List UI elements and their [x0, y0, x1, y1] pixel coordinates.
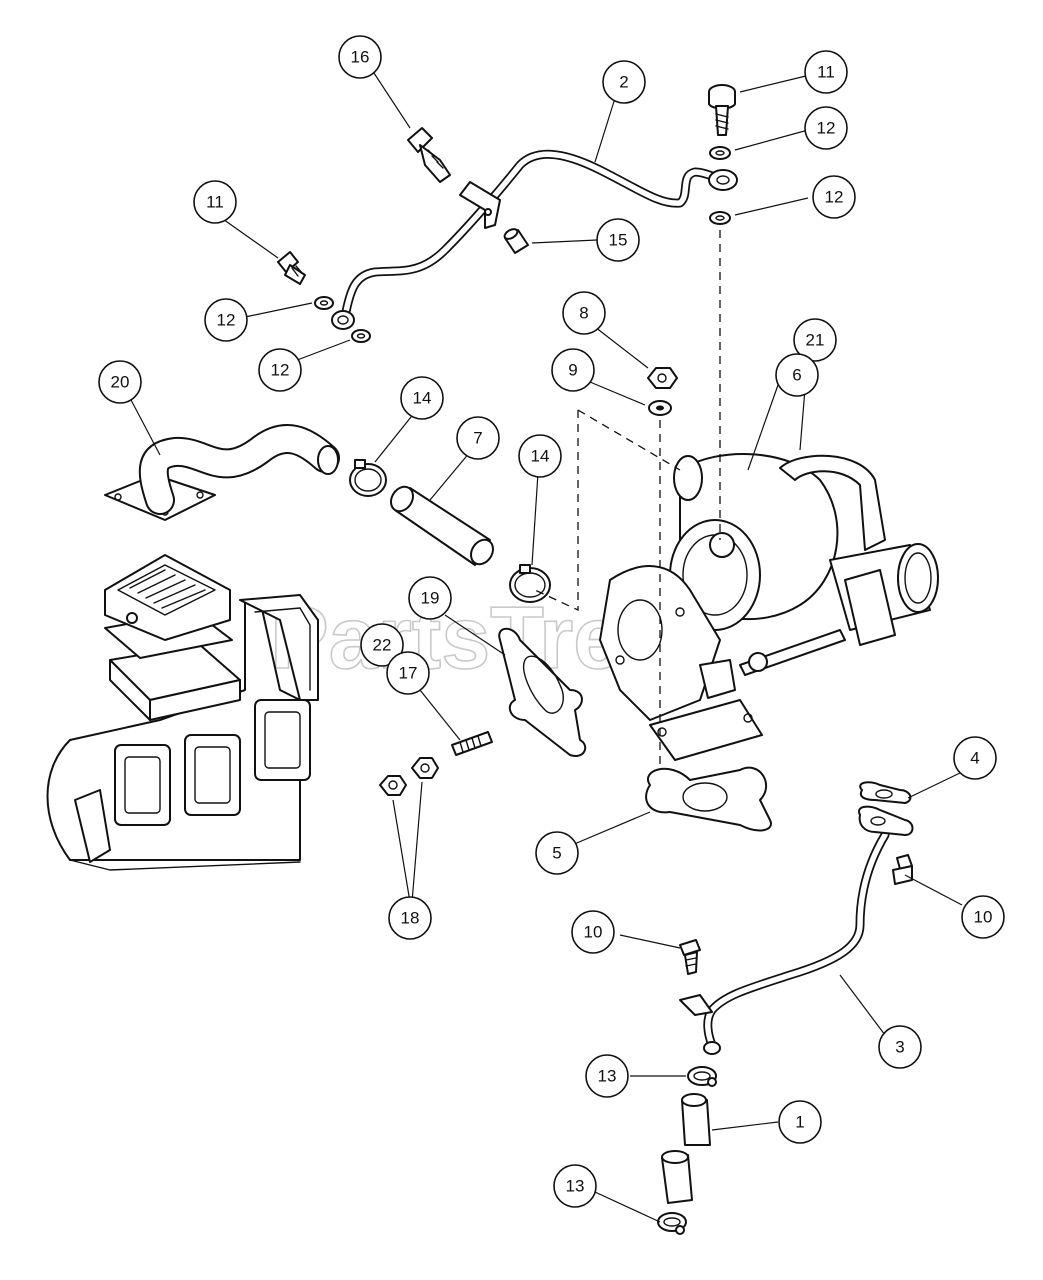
svg-text:11: 11	[817, 63, 835, 82]
callout-2: 2	[602, 60, 646, 104]
exhaust-manifold	[46, 594, 319, 871]
svg-text:12: 12	[217, 311, 236, 330]
callout-12-left-a: 12	[204, 298, 248, 342]
svg-text:10: 10	[974, 908, 993, 927]
flange-block-assembly	[104, 554, 241, 721]
svg-text:18: 18	[401, 909, 420, 928]
callout-17: 17	[386, 651, 430, 695]
svg-text:19: 19	[421, 589, 440, 608]
callout-4: 4	[953, 736, 997, 780]
svg-text:7: 7	[473, 429, 482, 448]
part-15-sleeve	[503, 228, 529, 254]
callout-22: 22	[360, 623, 404, 667]
svg-text:20: 20	[111, 373, 130, 392]
svg-text:13: 13	[566, 1177, 585, 1196]
svg-text:14: 14	[413, 389, 432, 408]
callout-10-right: 10	[961, 895, 1005, 939]
callout-7: 7	[456, 416, 500, 460]
callout-3: 3	[878, 1025, 922, 1069]
callout-14-lower: 14	[518, 434, 562, 478]
svg-text:13: 13	[598, 1067, 617, 1086]
svg-text:22: 22	[373, 636, 392, 655]
part-13-clamp-upper	[687, 1066, 717, 1087]
svg-text:21: 21	[806, 331, 825, 350]
part-12-washer-top-right-a	[709, 146, 731, 160]
svg-text:8: 8	[579, 304, 588, 323]
part-17-stud	[451, 731, 493, 756]
callout-16: 16	[338, 35, 382, 79]
callout-6: 6	[775, 353, 819, 397]
callout-1: 1	[778, 1100, 822, 1144]
callout-14-upper: 14	[400, 376, 444, 420]
part-4-gasket	[859, 781, 912, 804]
part-18-nut-a	[379, 775, 407, 796]
svg-text:12: 12	[817, 119, 836, 138]
part-10-bolt-right	[892, 854, 913, 885]
callout-12-right-a: 12	[804, 106, 848, 150]
callout-15: 15	[596, 218, 640, 262]
svg-text:16: 16	[351, 48, 370, 67]
part-8-nut	[647, 367, 678, 389]
svg-text:12: 12	[271, 361, 290, 380]
svg-text:1: 1	[795, 1113, 804, 1132]
part-1-hose	[661, 1093, 711, 1204]
svg-text:15: 15	[609, 231, 628, 250]
svg-text:12: 12	[825, 188, 844, 207]
part-12-washer-left-b	[351, 329, 371, 343]
svg-text:2: 2	[619, 73, 628, 92]
callout-20: 20	[98, 360, 142, 404]
callout-19: 19	[408, 576, 452, 620]
svg-text:14: 14	[531, 447, 550, 466]
part-14-hose-clamp-lower	[509, 564, 551, 603]
svg-text:3: 3	[895, 1038, 904, 1057]
svg-text:9: 9	[568, 361, 577, 380]
part-6-turbocharger	[599, 453, 939, 761]
part-9-washer	[648, 400, 672, 416]
svg-text:17: 17	[399, 664, 418, 683]
part-2-oil-feed-pipe	[331, 149, 738, 330]
callout-18: 18	[388, 896, 432, 940]
part-19-gasket	[498, 627, 587, 757]
part-10-bolt-lower	[679, 939, 701, 975]
callout-12-right-b: 12	[812, 175, 856, 219]
part-5-gasket	[645, 766, 772, 832]
part-13-clamp-lower	[657, 1212, 687, 1235]
part-12-washer-left-a	[314, 296, 334, 310]
callout-8: 8	[562, 291, 606, 335]
callout-13-lower: 13	[553, 1164, 597, 1208]
callout-12-left-b: 12	[258, 348, 302, 392]
callout-5: 5	[535, 831, 579, 875]
callout-9: 9	[551, 348, 595, 392]
svg-text:5: 5	[552, 844, 561, 863]
callout-11-left: 11	[193, 180, 237, 224]
callout-11-right: 11	[804, 50, 848, 94]
part-11-bolt-left	[277, 251, 306, 285]
callout-13-upper: 13	[585, 1054, 629, 1098]
svg-text:10: 10	[584, 923, 603, 942]
part-14-hose-clamp-upper	[349, 459, 387, 497]
alignment-lines	[534, 230, 721, 770]
svg-text:6: 6	[792, 366, 801, 385]
part-7-hose	[390, 485, 494, 566]
svg-text:4: 4	[970, 749, 979, 768]
leader-lines	[129, 69, 963, 1223]
svg-text:11: 11	[206, 193, 224, 212]
part-11-bolt-right	[708, 84, 736, 136]
part-18-nut-b	[411, 757, 439, 779]
part-20-elbow-pipe	[104, 424, 340, 521]
callout-10-lower: 10	[571, 910, 615, 954]
part-12-washer-top-right-b	[709, 211, 731, 225]
part-16-fitting	[407, 127, 451, 183]
part-3-oil-return-pipe	[679, 805, 914, 1055]
callout-21: 21	[793, 318, 837, 362]
